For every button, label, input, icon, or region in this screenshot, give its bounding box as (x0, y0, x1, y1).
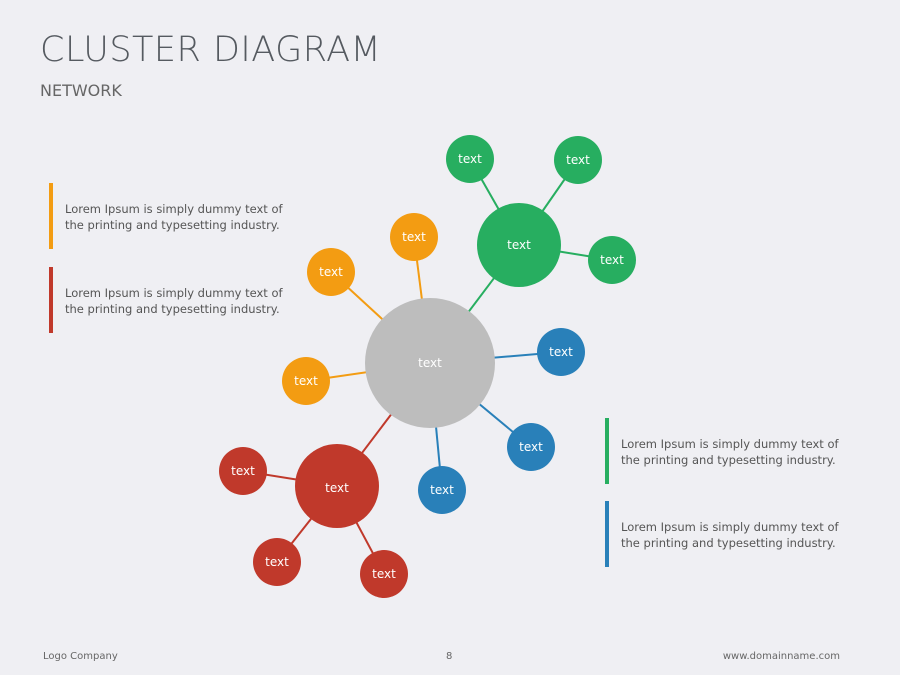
svg-text:text: text (600, 253, 624, 267)
svg-text:text: text (265, 555, 289, 569)
page-title: CLUSTER DIAGRAM (40, 30, 382, 70)
node-blue-2[interactable]: text (507, 423, 555, 471)
svg-text:text: text (566, 153, 590, 167)
node-green-1[interactable]: text (446, 135, 494, 183)
node-green-hub[interactable]: text (477, 203, 561, 287)
footer-website: www.domainname.com (722, 651, 840, 662)
svg-text:text: text (418, 356, 442, 370)
note-accent-bar (49, 267, 53, 333)
svg-text:text: text (458, 152, 482, 166)
note-accent-bar (605, 501, 609, 567)
node-blue-3[interactable]: text (418, 466, 466, 514)
node-orange-3[interactable]: text (282, 357, 330, 405)
footer-logo-company: Logo Company (43, 651, 118, 662)
svg-text:text: text (372, 567, 396, 581)
node-red-1[interactable]: text (219, 447, 267, 495)
node-orange-1[interactable]: text (390, 213, 438, 261)
svg-text:text: text (549, 345, 573, 359)
note-accent-bar (605, 418, 609, 484)
svg-text:text: text (402, 230, 426, 244)
node-green-2[interactable]: text (554, 136, 602, 184)
svg-text:text: text (231, 464, 255, 478)
node-green-3[interactable]: text (588, 236, 636, 284)
node-center[interactable]: text (365, 298, 495, 428)
node-red-3[interactable]: text (360, 550, 408, 598)
svg-text:text: text (294, 374, 318, 388)
svg-text:text: text (507, 238, 531, 252)
page-number: 8 (446, 651, 453, 662)
svg-text:text: text (519, 440, 543, 454)
svg-text:text: text (325, 481, 349, 495)
svg-text:text: text (319, 265, 343, 279)
node-orange-2[interactable]: text (307, 248, 355, 296)
node-blue-1[interactable]: text (537, 328, 585, 376)
page-subtitle: NETWORK (40, 81, 122, 100)
svg-text:text: text (430, 483, 454, 497)
node-red-hub[interactable]: text (295, 444, 379, 528)
note-accent-bar (49, 183, 53, 249)
node-red-2[interactable]: text (253, 538, 301, 586)
